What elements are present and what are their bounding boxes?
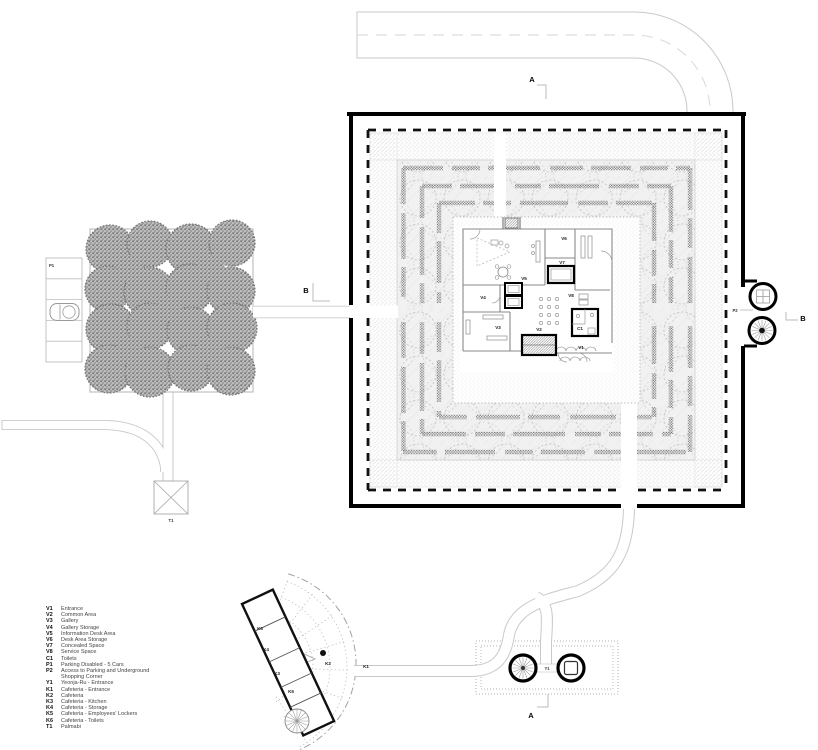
service-road — [1, 391, 174, 482]
section-marker-a-top: A — [529, 75, 547, 99]
label-c1: C1 — [577, 326, 583, 331]
gravel-ring — [369, 132, 723, 488]
label-k3: K3 — [274, 671, 280, 676]
label-p1: P1 — [49, 263, 55, 268]
section-marker-b-right: B — [785, 312, 806, 323]
orchard — [84, 219, 258, 398]
car — [49, 303, 80, 321]
outer-walls — [347, 112, 746, 508]
label-t1: T1 — [169, 518, 175, 523]
label-k2: K2 — [325, 661, 331, 666]
label-k1: K1 — [363, 664, 369, 669]
vegetation-rings — [401, 165, 693, 455]
label-v5: V5 — [521, 276, 527, 281]
section-marker-a-bottom: A — [528, 694, 549, 720]
orchard-tree-fillers — [116, 255, 225, 364]
label-k5: K5 — [288, 689, 294, 694]
section-letter: B — [800, 314, 806, 323]
hedge-bushes — [555, 346, 597, 362]
label-v6: V6 — [561, 236, 567, 241]
label-v8: V8 — [568, 293, 574, 298]
label-v1: V1 — [578, 345, 584, 350]
door-swings — [469, 228, 613, 363]
cafeteria-strip: K6 K4 K3 K5 K2 K1 — [240, 588, 369, 738]
road-centerline — [357, 34, 711, 118]
fixtures — [465, 235, 593, 341]
label-p2: P2 — [732, 308, 738, 313]
label-y1: Y1 — [544, 666, 550, 671]
column-grid — [539, 297, 559, 325]
section-marker-b-left: B — [303, 283, 330, 302]
label-v2: V2 — [536, 327, 542, 332]
dashed-boundary — [366, 128, 728, 492]
label-k6: K6 — [257, 626, 263, 631]
pavilion-y1: Y1 — [508, 653, 586, 683]
label-v4: V4 — [480, 295, 486, 300]
label-k4: K4 — [263, 647, 269, 652]
section-letter: A — [528, 711, 534, 720]
pedestrian-paths — [354, 508, 635, 695]
north-walkway — [494, 133, 506, 218]
main-building: V5 V6 V7 V4 V8 V3 V2 C1 V1 — [347, 112, 778, 508]
south-walkway — [621, 403, 637, 506]
info-desk-furniture — [476, 237, 512, 280]
section-letter: B — [303, 286, 309, 295]
pavilion-t1: T1 — [153, 480, 189, 523]
service-boxes — [502, 217, 600, 357]
p2-access: P2 — [732, 279, 778, 348]
column-dot — [320, 650, 326, 656]
orchard-building-path — [253, 305, 352, 319]
label-v3: V3 — [495, 325, 501, 330]
courtyard-plan: V5 V6 V7 V4 V8 V3 V2 C1 V1 — [460, 217, 614, 372]
label-v7: V7 — [559, 260, 565, 265]
access-road — [356, 11, 734, 118]
parking-disabled: P1 — [45, 257, 83, 363]
section-letter: A — [529, 75, 535, 84]
